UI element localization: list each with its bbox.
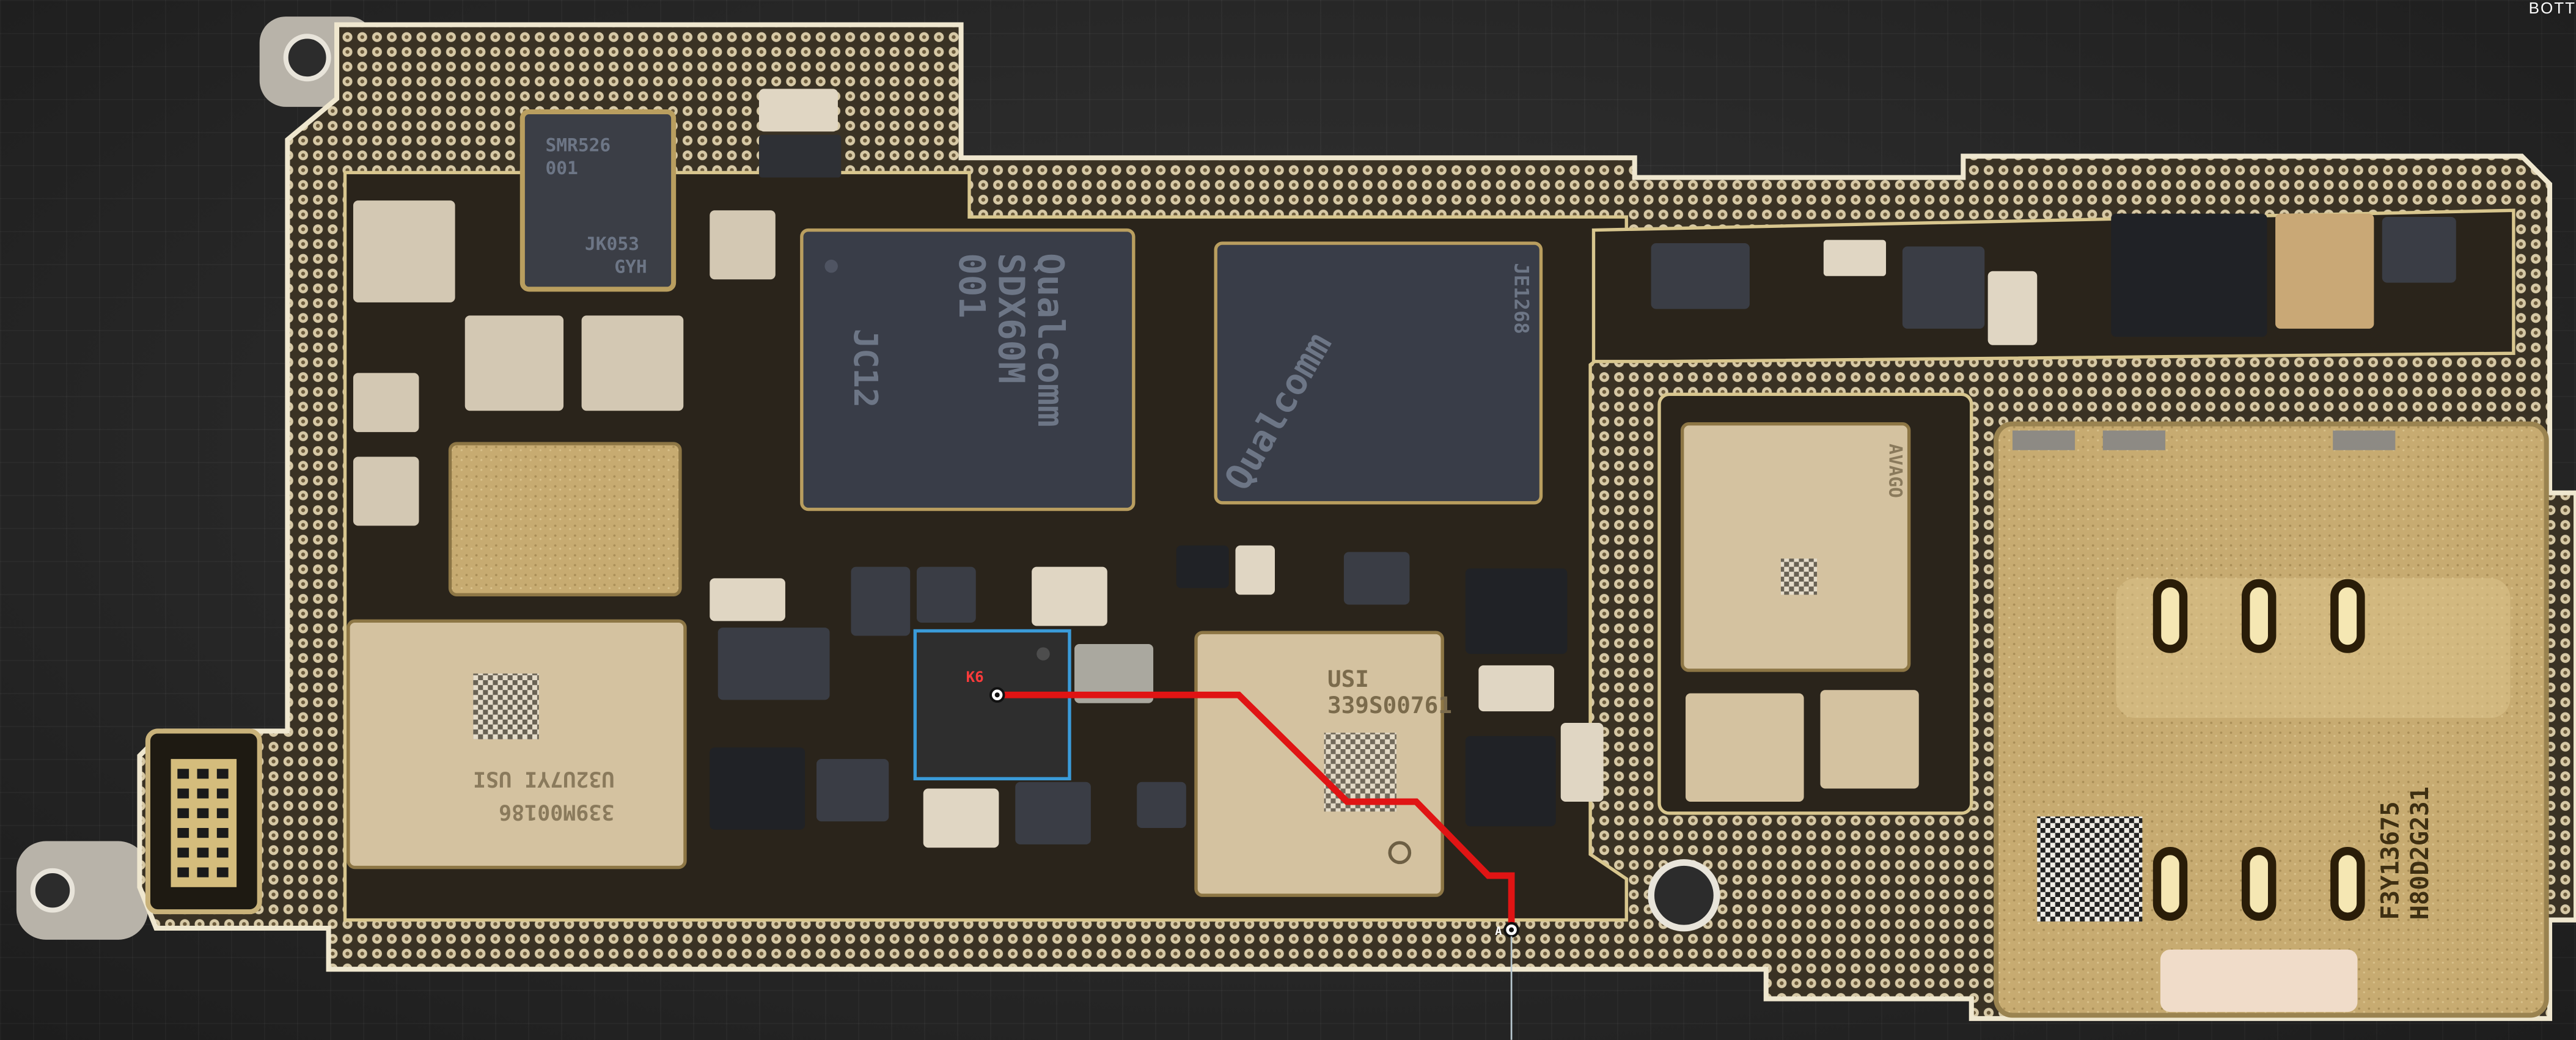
board-connector[interactable] (145, 728, 262, 915)
chip-mid-4[interactable] (916, 566, 976, 623)
chip-strip-2[interactable] (1823, 240, 1886, 276)
mount-tab-bottom-left (16, 841, 148, 940)
chip-strip-7[interactable] (2382, 217, 2456, 283)
view-side-label: BOTT (2528, 0, 2576, 17)
chip-smr526[interactable]: SMR526 001 JK053 GYH (519, 109, 677, 292)
usi-left-label-2: U32U7YI USI (473, 767, 614, 791)
chip-right-small-1[interactable] (1686, 693, 1804, 802)
chip-mid-12[interactable] (1235, 545, 1275, 595)
sim-contacts-top (2152, 579, 2365, 653)
chip-mid-16[interactable] (1465, 736, 1556, 827)
chip-strip-3[interactable] (1902, 246, 1985, 329)
chip-strip-6[interactable] (2275, 213, 2374, 329)
smr526-label-3: JK053 (585, 233, 639, 254)
chip-mid-6[interactable] (1074, 643, 1154, 703)
chip-right-small-2[interactable] (1820, 690, 1919, 789)
chip-usi-left[interactable]: 339M00186 U32U7YI USI (347, 619, 687, 870)
chip-strip-4[interactable] (1987, 271, 2038, 345)
sdx60m-rev: 001 (951, 253, 993, 318)
chip-mid-9[interactable] (1015, 782, 1091, 844)
chip-mid-5[interactable] (1032, 566, 1107, 626)
sdx60m-part: SDX60M (990, 253, 1032, 384)
screw-hole (1648, 859, 1720, 932)
chip-mid-8[interactable] (923, 788, 999, 848)
chip-usi-339s00761[interactable]: USI 339S00761 (1194, 631, 1452, 897)
highlighted-chip[interactable] (913, 629, 1071, 781)
chip-top-white[interactable] (758, 89, 838, 132)
usi-part: 339S00761 (1327, 692, 1452, 719)
chip-qualcomm-rf[interactable]: Qualcomm JE1268 (1214, 241, 1543, 505)
chip-mid-3[interactable] (851, 566, 911, 636)
pin-marker-k6[interactable]: K6 (966, 668, 1005, 703)
chip-mid-14[interactable] (1465, 568, 1568, 654)
chip-strip-1[interactable] (1651, 243, 1750, 309)
chip-top-gold[interactable] (710, 210, 776, 280)
pin-marker-endpoint[interactable]: A (1495, 921, 1519, 1040)
chip-left-small-1[interactable] (353, 200, 455, 302)
sim-qr-code (2037, 816, 2143, 922)
pin-label-k6: K6 (966, 668, 984, 686)
chip-mid-7[interactable] (816, 759, 889, 822)
chip-mid-15[interactable] (1478, 665, 1554, 712)
chip-gold-block-left[interactable] (448, 442, 682, 596)
chip-mid-2[interactable] (717, 628, 830, 700)
endpoint-label: A (1495, 925, 1502, 938)
sim-contacts-bottom (2152, 846, 2365, 921)
sim-label-line1: F3Y13675 (2376, 801, 2405, 920)
chip-left-small-4[interactable] (353, 373, 419, 433)
chip-left-small-3[interactable] (581, 315, 684, 411)
chip-avago[interactable]: AVAGO (1680, 422, 1911, 672)
chip-left-small-5[interactable] (353, 456, 419, 526)
sim-pad (2160, 949, 2358, 1013)
signal-trace[interactable] (997, 691, 1515, 930)
chip-mid-13[interactable] (1343, 552, 1410, 605)
chip-mid-10[interactable] (710, 747, 805, 830)
smr526-label-2: 001 (545, 158, 578, 178)
usi-left-label-1: 339M00186 (499, 799, 614, 824)
chip-mid-17[interactable] (1560, 722, 1604, 802)
sdx60m-brand: Qualcomm (1030, 253, 1072, 427)
sim-label-line2: H80D2G231 (2405, 786, 2434, 920)
chip-mid-18[interactable] (1137, 782, 1186, 829)
chip-mid-1[interactable] (710, 578, 785, 621)
chip-mid-11[interactable] (1176, 545, 1229, 588)
sdx60m-code: JC12 (846, 329, 885, 408)
chip-top-dark[interactable] (758, 134, 842, 178)
usi-brand: USI (1327, 665, 1369, 692)
chip-left-small-2[interactable] (464, 315, 564, 411)
sim-cage[interactable]: F3Y13675 H80D2G231 (1994, 421, 2549, 1018)
smr526-label: SMR526 (545, 135, 611, 156)
chip-qualcomm-sdx60m[interactable]: Qualcomm SDX60M 001 JC12 (800, 228, 1136, 511)
smr526-label-4: GYH (614, 256, 647, 277)
avago-label: AVAGO (1885, 444, 1906, 498)
chip-strip-5[interactable] (2111, 213, 2267, 337)
rf-part: JE1268 (1510, 263, 1533, 334)
